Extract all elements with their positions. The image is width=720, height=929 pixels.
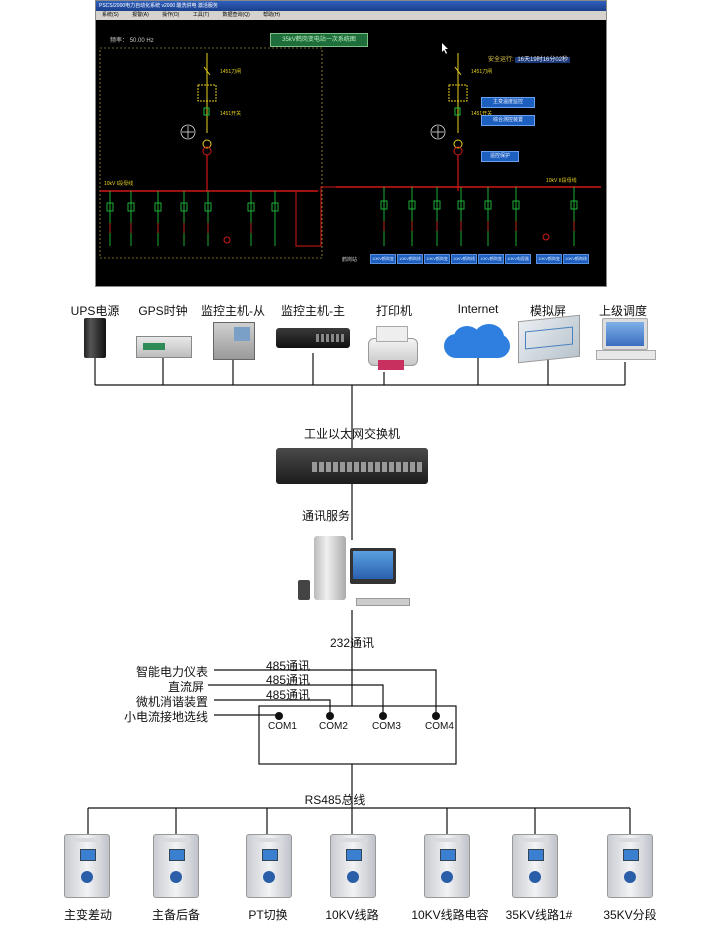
transformer-temp-button[interactable]: 主变温度监控 [481,97,535,108]
nav-button[interactable]: 10KV鹤岗变 [478,254,504,264]
laptop-icon [596,318,656,362]
relay-label: 35KV分段 [603,908,657,922]
safe-run-value: 16天19时16分02秒 [515,57,571,63]
server-label: 通讯服务 [301,509,350,523]
serial-device-label: 微机消谐装置 [135,695,208,709]
diagram-title: 35kV鹤岗变电站一次系统图 [270,33,368,47]
rack-server-icon [213,322,255,360]
scada-screenshot: PSCS/2000电力自动化系统 v2000 酸洗供电 激活服务 系统(S) 报… [95,0,607,287]
protection-relay-icon [424,834,470,898]
device-label: GPS时钟 [138,304,188,318]
relay-label: 10KV线路电容 [411,908,489,922]
nav-button[interactable]: 10KV鹤岗变 [424,254,450,264]
integrated-control-button[interactable]: 综合测控装置 [481,115,535,126]
left-bus-label: 10kV I段母线 [104,180,133,187]
menu-item[interactable]: 操作(O) [162,12,180,18]
nav-button[interactable]: 10KV鹤岗线 [563,254,589,264]
cursor-icon [442,43,448,54]
server-pc-icon [298,536,410,612]
scada-title-bar: PSCS/2000电力自动化系统 v2000 酸洗供电 激活服务 [96,1,606,11]
frequency-unit: Hz [146,38,154,44]
com-port-label: COM4 [425,721,454,732]
com-port-dot [275,712,283,720]
station-label: 鹤岗站 [342,257,358,263]
nav-button[interactable]: 10KV鹤岗线 [397,254,423,264]
serial-device-label: 智能电力仪表 [135,665,208,679]
serial-device-label: 直流屏 [167,680,204,694]
protection-relay-icon [330,834,376,898]
safe-run-label: 安全运行: [488,57,514,63]
relay-label: 10KV线路 [325,908,379,922]
left-fan-symbol [180,124,196,140]
device-label: 模拟屏 [529,304,566,318]
protection-relay-icon [153,834,199,898]
device-label: 监控主机-从 [201,304,265,318]
printer-icon [364,322,420,372]
mimic-panel-icon [518,314,580,364]
menu-item[interactable]: 帮助(H) [263,12,281,18]
nav-button[interactable]: 10KV鹤岗线 [451,254,477,264]
transformer-winding [202,139,212,149]
protection-relay-icon [246,834,292,898]
scada-menu-bar: 系统(S) 报警(A) 操作(O) 工具(T) 数据查询(Q) 帮助(H) [96,11,606,20]
cloud-icon [440,322,516,360]
right-bus-label: 10kV II段母线 [546,177,577,184]
menu-item[interactable]: 工具(T) [192,12,210,18]
com-port-dot [432,712,440,720]
device-label: UPS电源 [70,304,120,318]
nav-button[interactable]: 10KV电容器 [505,254,531,264]
com-port-label: COM2 [319,721,348,732]
rs232-label: 232通讯 [329,636,375,650]
menu-item[interactable]: 系统(S) [102,12,119,18]
one-line-diagram: 1451刀闸 1451开关 1451刀闸 1451开关 10kV I段母线 10… [99,43,601,259]
bus-tie [295,186,336,247]
relay-label: 35KV线路1# [505,908,573,922]
com-port-label: COM3 [372,721,401,732]
com-port-dot [379,712,387,720]
left-feeders [106,191,279,246]
right-fan-symbol [430,124,446,140]
frequency-label: 频率： [110,38,129,44]
link-label: 485通讯 [265,659,311,673]
dvr-host-icon [276,328,350,348]
remote-protection-button[interactable]: 遥控保护 [481,151,519,162]
device-label: 上级调度 [598,304,647,318]
com-port-label: COM1 [268,721,297,732]
device-label: Internet [457,302,499,316]
link-label: 485通讯 [265,673,311,687]
left-switch-label: 1451开关 [220,110,241,117]
protection-relay-icon [64,834,110,898]
ups-icon [84,318,106,358]
menu-item[interactable]: 报警(A) [132,12,149,18]
right-switch-label: 1451刀闸 [471,68,492,75]
transformer-winding [453,139,463,149]
safe-run-readout: 安全运行: 16天19时16分02秒 [488,54,571,63]
left-incomer [197,53,217,133]
left-switch-label: 1451刀闸 [220,68,241,75]
link-label: 485通讯 [265,688,311,702]
right-feeders [380,187,578,246]
serial-device-label: 小电流接地选线 [123,710,208,724]
protection-relay-icon [607,834,653,898]
relay-label: PT切换 [248,908,288,922]
nav-button[interactable]: 10KV鹤岗变 [536,254,562,264]
right-incomer [448,53,468,133]
device-label: 监控主机-主 [281,304,345,318]
device-label: 打印机 [375,304,412,318]
relay-label: 主备后备 [151,908,200,922]
switch-label: 工业以太网交换机 [303,427,400,441]
relay-label: 主变差动 [63,908,112,922]
com-port-dot [326,712,334,720]
protection-relay-icon [512,834,558,898]
frequency-readout: 频率： 50.00 Hz [110,35,154,44]
gps-clock-icon [136,336,192,358]
rs485-label: RS485总线 [304,793,366,807]
nav-button[interactable]: 10KV鹤岗变 [370,254,396,264]
frequency-value: 50.00 [129,38,145,44]
menu-item[interactable]: 数据查询(Q) [222,12,250,18]
ethernet-switch-icon [276,448,428,484]
right-switch-label: 1451开关 [471,110,492,117]
